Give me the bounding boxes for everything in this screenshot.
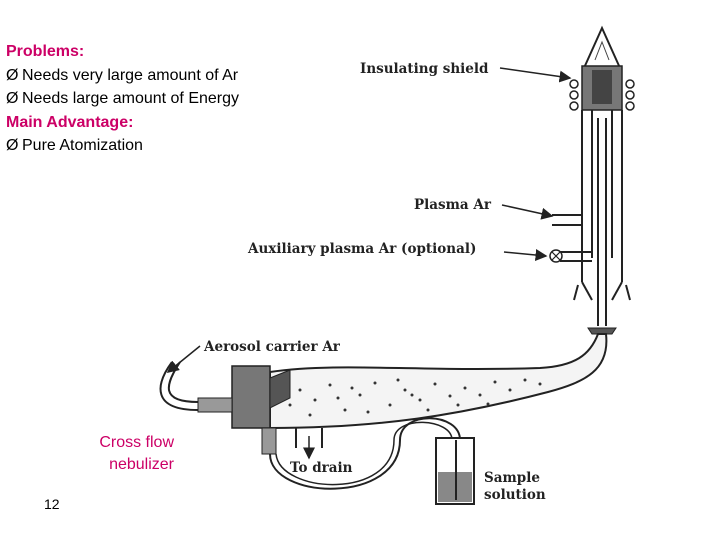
advantage-heading: Main Advantage: <box>6 113 134 131</box>
aerosol-dots <box>288 378 542 417</box>
nebulizer-label-line: Cross flow <box>99 434 174 451</box>
arrow-bullet-icon: Ø <box>6 137 19 154</box>
label-aerosol-carrier-ar: Aerosol carrier Ar <box>203 339 341 355</box>
nebulizer-label-line: nebulizer <box>109 456 174 473</box>
coil-icon <box>569 79 635 111</box>
label-sample: Sample <box>484 470 540 486</box>
label-auxiliary-plasma-ar: Auxiliary plasma Ar (optional) <box>247 241 476 257</box>
sample-line <box>269 417 461 490</box>
arrow-bullet-icon: Ø <box>6 90 19 107</box>
problems-heading: Problems: <box>6 43 85 60</box>
auxiliary-inlet <box>560 251 592 262</box>
bullet-text: Pure Atomization <box>22 137 143 154</box>
label-solution: solution <box>484 487 546 503</box>
plasma-flame <box>583 25 621 69</box>
nebulizer-tip <box>269 369 291 409</box>
arrow-bullet-icon: Ø <box>6 66 19 84</box>
label-plasma-ar: Plasma Ar <box>414 197 492 213</box>
torch-tubes <box>581 110 623 326</box>
bullet-text: Needs very large amount of Ar <box>22 66 239 84</box>
label-to-drain: To drain <box>290 460 353 476</box>
label-insulating-shield: Insulating shield <box>360 61 489 77</box>
plasma-ar-inlet <box>552 214 582 226</box>
page-number: 12 <box>44 496 60 512</box>
carrier-ar-tube <box>159 361 199 411</box>
nebulizer-body <box>231 365 271 429</box>
drain-tube <box>295 428 323 448</box>
bullet-text: Needs large amount of Energy <box>22 90 240 107</box>
nebulizer-label: Cross flow nebulizer <box>66 432 174 476</box>
